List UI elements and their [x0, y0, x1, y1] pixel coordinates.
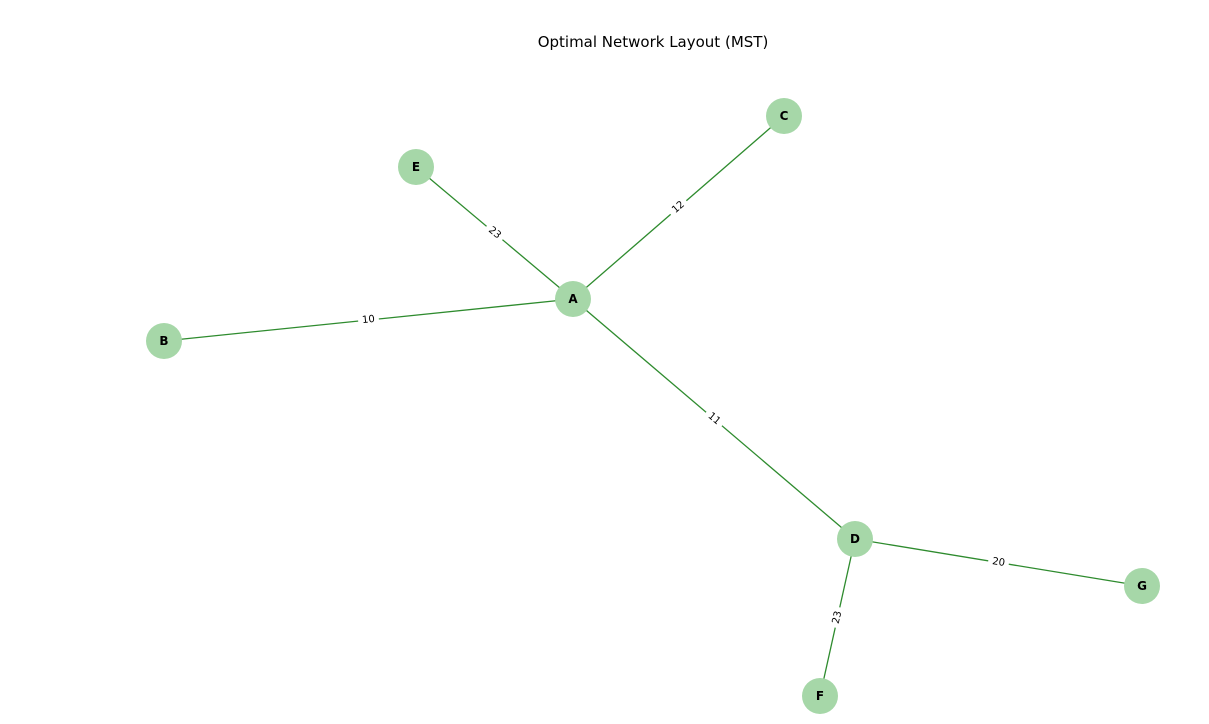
- node-b: B: [146, 323, 182, 359]
- edge-weight-label-group: 23: [828, 605, 847, 630]
- node-label: C: [780, 109, 789, 123]
- node-d: D: [837, 521, 873, 557]
- node-label: A: [568, 292, 578, 306]
- edge-weight-label-group: 11: [701, 406, 727, 432]
- edge-weight-label-group: 20: [987, 553, 1010, 572]
- node-label: G: [1137, 579, 1147, 593]
- edge-weight-label-bg: [357, 311, 380, 329]
- edge-weight-label-bg: [482, 220, 507, 246]
- diagram-title: Optimal Network Layout (MST): [538, 33, 769, 51]
- node-label: D: [850, 532, 860, 546]
- edge-weight-label-bg: [701, 406, 727, 432]
- node-label: B: [159, 334, 168, 348]
- node-circle: [766, 98, 802, 134]
- edge-weight-label: 20: [991, 556, 1005, 569]
- node-label: E: [412, 160, 420, 174]
- node-circle: [555, 281, 591, 317]
- node-f: F: [802, 678, 838, 714]
- edge-weight-label: 23: [831, 610, 845, 625]
- edge-weight-label-group: 23: [482, 220, 507, 246]
- edge-weight-label-bg: [987, 553, 1010, 572]
- nodes-layer: A B C D E F G: [146, 98, 1160, 714]
- edge-weight-label-group: 10: [357, 311, 380, 329]
- node-a: A: [555, 281, 591, 317]
- node-c: C: [766, 98, 802, 134]
- node-circle: [802, 678, 838, 714]
- node-g: G: [1124, 568, 1160, 604]
- edge-weight-label-bg: [666, 195, 691, 220]
- node-label: F: [816, 689, 824, 703]
- edge-labels-layer: 10 12 23 11 20 23: [357, 195, 1010, 630]
- edge-weight-label-bg: [828, 605, 847, 630]
- node-circle: [398, 149, 434, 185]
- node-e: E: [398, 149, 434, 185]
- edge-weight-label-group: 12: [666, 195, 691, 220]
- node-circle: [1124, 568, 1160, 604]
- node-circle: [837, 521, 873, 557]
- edges-layer: [163, 115, 1143, 697]
- edge-weight-label: 10: [362, 314, 376, 326]
- node-circle: [146, 323, 182, 359]
